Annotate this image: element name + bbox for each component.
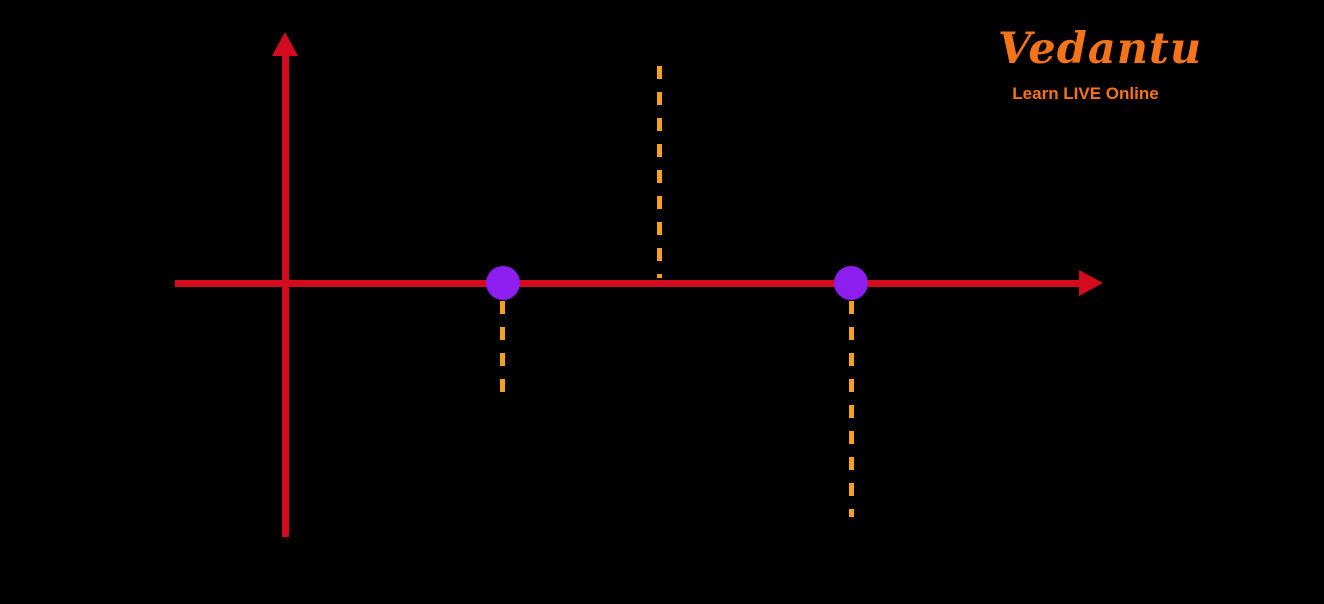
vedantu-logo: Vedantu Learn LIVE Online (998, 18, 1203, 105)
y-axis-line (282, 48, 289, 537)
x-axis-arrow-icon (1079, 270, 1103, 296)
dashed-guide-below-left-point (500, 301, 505, 398)
vedantu-logo-tagline: Learn LIVE Online (1012, 84, 1159, 103)
right-point-marker (834, 266, 868, 300)
x-axis-line (175, 280, 1083, 287)
dashed-guide-below-right-point (849, 301, 854, 517)
dashed-guide-mid-above-axis (657, 66, 662, 278)
left-point-marker (486, 266, 520, 300)
y-axis-arrow-icon (272, 32, 298, 56)
vedantu-logo-wordmark: Vedantu (998, 24, 1203, 74)
